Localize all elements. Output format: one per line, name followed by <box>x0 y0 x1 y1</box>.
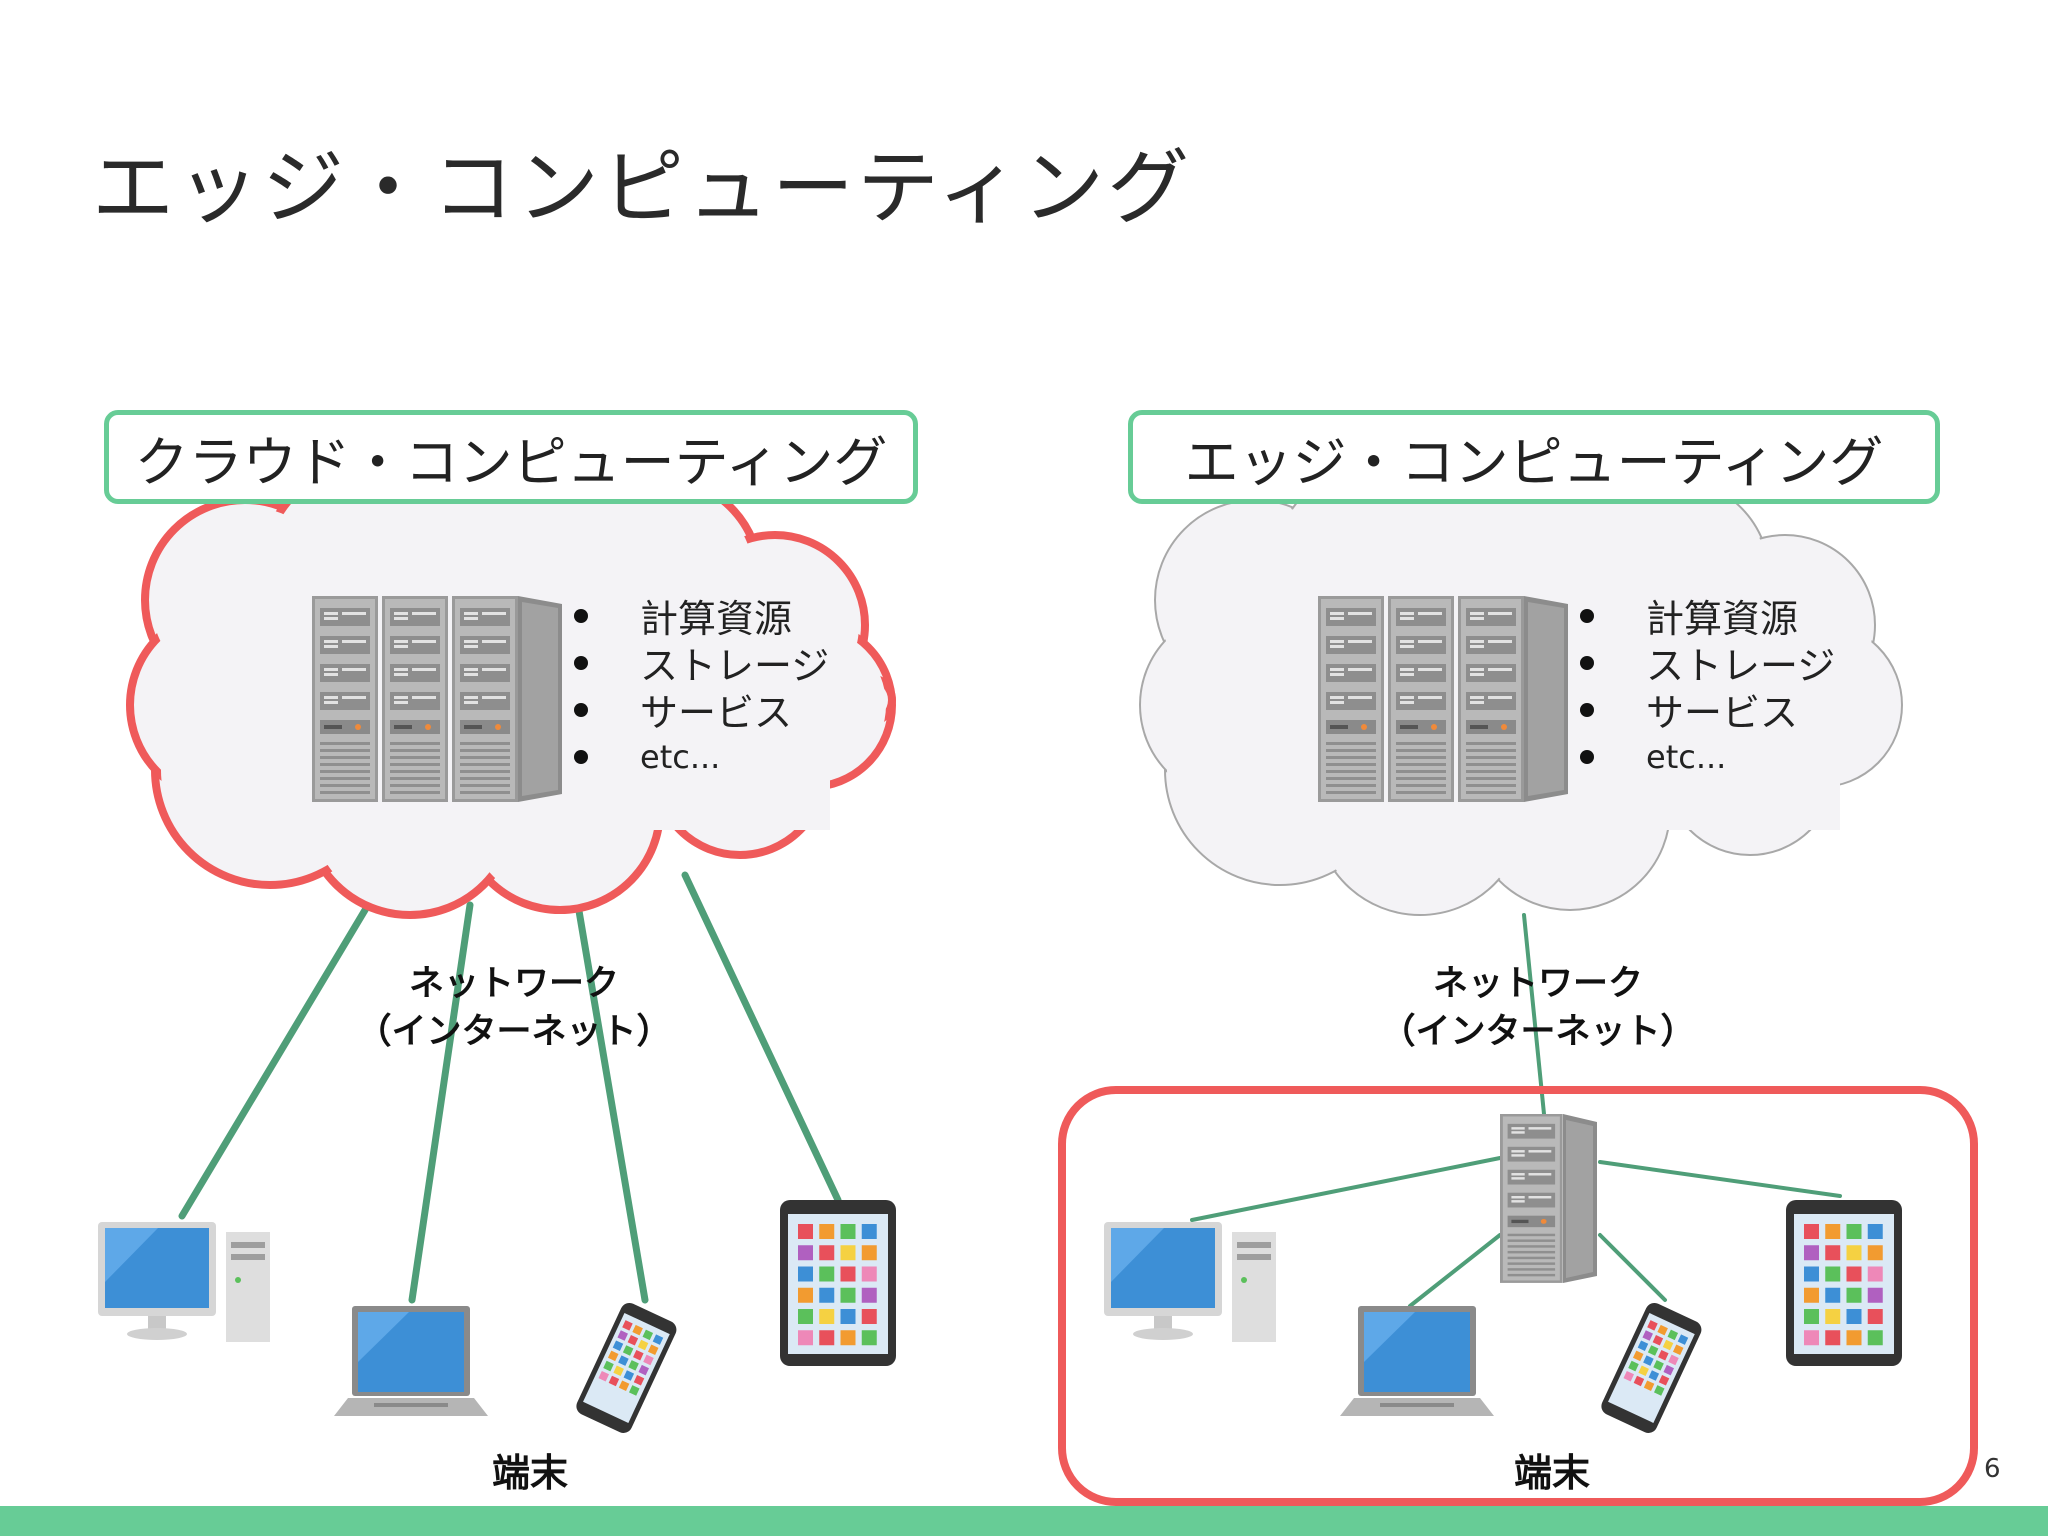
list-item: etc... <box>568 733 829 780</box>
right-resource-list: 計算資源 ストレージ サービス etc... <box>1574 592 1835 780</box>
left-smartphone <box>573 1300 679 1436</box>
right-devices-label: 端末 <box>1514 1451 1591 1495</box>
right-server-cluster <box>1318 596 1568 802</box>
edge-highlight-frame <box>1058 1086 1978 1506</box>
left-devices-label: 端末 <box>492 1451 569 1495</box>
list-item: etc... <box>1574 733 1835 780</box>
bullet-icon <box>1580 702 1594 717</box>
bullet-icon <box>574 749 588 764</box>
left-network-label: ネットワーク （インターネット） <box>356 964 672 1052</box>
edge-computing-heading: エッジ・コンピューティング <box>1128 410 1940 504</box>
left-resource-list: 計算資源 ストレージ サービス etc... <box>568 592 829 780</box>
list-item: ストレージ <box>1574 639 1835 688</box>
list-item: 計算資源 <box>1574 592 1835 641</box>
page-number: 6 <box>1984 1454 2001 1484</box>
bullet-icon <box>574 655 588 670</box>
left-laptop <box>334 1306 488 1416</box>
edge-server <box>1500 1114 1597 1283</box>
right-connection-lines <box>1190 913 1842 1308</box>
list-item: サービス <box>1574 686 1835 735</box>
cloud-computing-heading: クラウド・コンピューティング <box>104 410 918 504</box>
bullet-icon <box>1580 655 1594 670</box>
bullet-icon <box>574 608 588 623</box>
list-item: サービス <box>568 686 829 735</box>
list-item: 計算資源 <box>568 592 829 641</box>
left-connection-lines <box>178 871 842 1304</box>
left-tablet <box>780 1200 896 1366</box>
left-desktop-pc <box>98 1222 270 1342</box>
left-server-cluster <box>312 596 562 802</box>
list-item: ストレージ <box>568 639 829 688</box>
bullet-icon <box>1580 749 1594 764</box>
bullet-icon <box>574 702 588 717</box>
right-network-label: ネットワーク （インターネット） <box>1380 964 1696 1052</box>
bullet-icon <box>1580 608 1594 623</box>
bottom-accent-bar <box>0 1506 2048 1536</box>
page-title: エッジ・コンピューティング <box>92 141 1193 236</box>
